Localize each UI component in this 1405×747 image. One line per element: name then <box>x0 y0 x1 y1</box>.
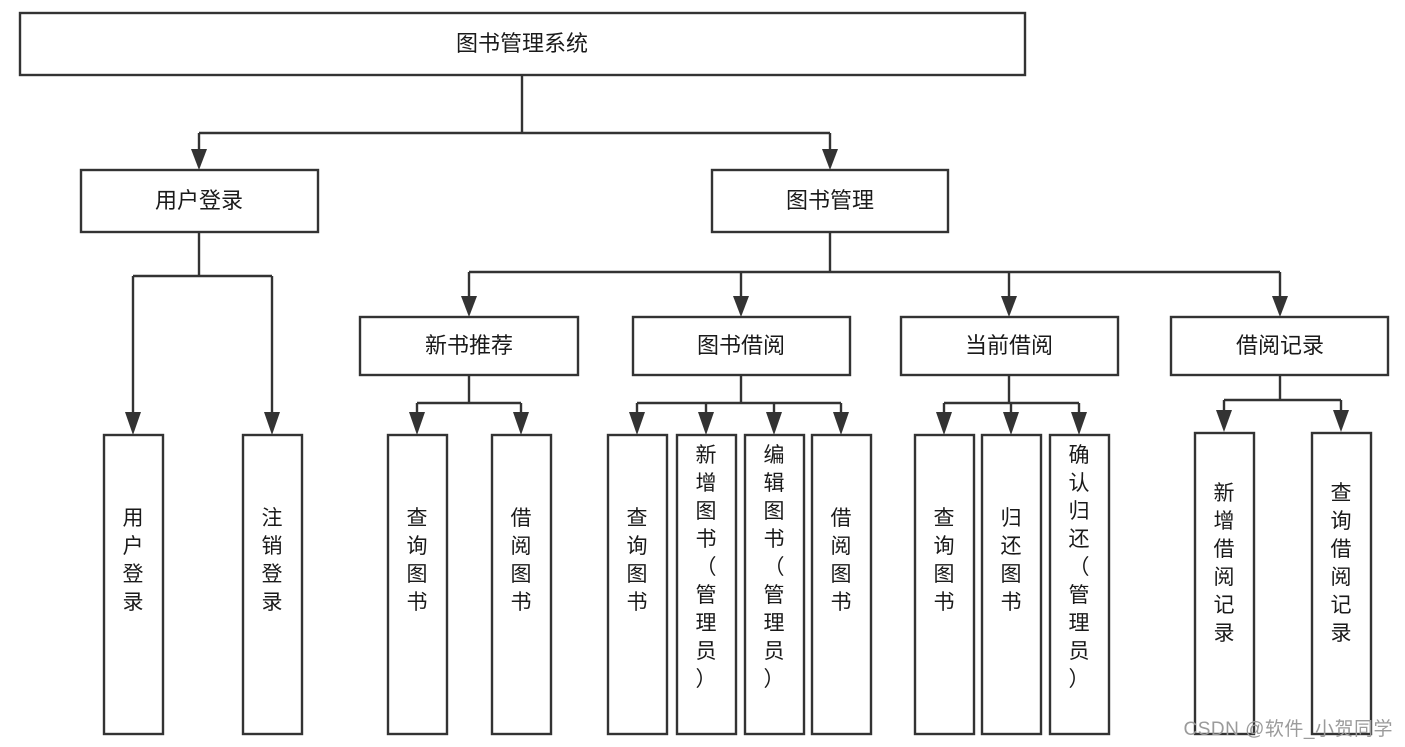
node-user-login[interactable]: 用户登录 <box>79 168 320 234</box>
node-leaf-query-book-3-box[interactable] <box>913 433 976 736</box>
arrow-to-current-borrow <box>1001 296 1017 317</box>
node-leaf-edit-book-label: 编辑图书（管理员） <box>764 444 785 691</box>
node-leaf-query-record-box[interactable] <box>1310 431 1373 736</box>
node-leaf-query-record[interactable]: 查询借阅记录 <box>1310 431 1373 736</box>
node-leaf-query-book-1-box[interactable] <box>386 433 449 736</box>
arrow-to-leaf-user-login <box>125 412 141 435</box>
node-leaf-query-record-label: 查询借阅记录 <box>1331 482 1352 645</box>
node-book-manage[interactable]: 图书管理 <box>710 168 950 234</box>
node-leaf-query-book-2-label: 查询图书 <box>627 507 648 614</box>
node-leaf-query-book-1[interactable]: 查询图书 <box>386 433 449 736</box>
node-borrow-record-box[interactable] <box>1169 315 1390 377</box>
arrow-to-leaf-borrow-book-1 <box>513 412 529 435</box>
node-current-borrow[interactable]: 当前借阅 <box>899 315 1120 377</box>
node-leaf-logout-box[interactable] <box>241 433 304 736</box>
arrow-to-leaf-query-book-2 <box>629 412 645 435</box>
node-leaf-confirm-return-box[interactable] <box>1048 433 1111 736</box>
node-root-box[interactable] <box>18 11 1027 77</box>
node-new-book-recommend-label: 新书推荐 <box>425 333 513 358</box>
arrow-to-leaf-edit-book <box>766 412 782 435</box>
node-new-book-recommend-box[interactable] <box>358 315 580 377</box>
node-current-borrow-box[interactable] <box>899 315 1120 377</box>
node-leaf-add-book-label: 新增图书（管理员） <box>696 444 717 691</box>
node-leaf-return-book-label: 归还图书 <box>1001 507 1022 614</box>
arrow-to-leaf-query-book-3 <box>936 412 952 435</box>
node-leaf-add-record-label: 新增借阅记录 <box>1214 482 1235 645</box>
arrow-to-leaf-return-book <box>1003 412 1019 435</box>
node-leaf-return-book[interactable]: 归还图书 <box>980 433 1043 736</box>
node-leaf-user-login-box[interactable] <box>102 433 165 736</box>
node-leaf-query-book-3[interactable]: 查询图书 <box>913 433 976 736</box>
node-book-manage-box[interactable] <box>710 168 950 234</box>
node-leaf-borrow-book-1-label: 借阅图书 <box>511 507 532 614</box>
node-leaf-add-book-box[interactable] <box>675 433 738 736</box>
node-leaf-logout[interactable]: 注销登录 <box>241 433 304 736</box>
node-leaf-borrow-book-1-box[interactable] <box>490 433 553 736</box>
node-user-login-box[interactable] <box>79 168 320 234</box>
node-current-borrow-label: 当前借阅 <box>965 333 1053 358</box>
node-leaf-logout-label: 注销登录 <box>262 507 283 614</box>
node-leaf-user-login[interactable]: 用户登录 <box>102 433 165 736</box>
node-leaf-add-book[interactable]: 新增图书（管理员） <box>675 433 738 736</box>
node-leaf-borrow-book-1[interactable]: 借阅图书 <box>490 433 553 736</box>
node-leaf-user-login-label: 用户登录 <box>123 507 144 614</box>
node-book-borrow[interactable]: 图书借阅 <box>631 315 852 377</box>
node-leaf-edit-book[interactable]: 编辑图书（管理员） <box>743 433 806 736</box>
node-leaf-edit-book-box[interactable] <box>743 433 806 736</box>
arrow-to-new-book-recommend <box>461 296 477 317</box>
arrow-to-leaf-confirm-return <box>1071 412 1087 435</box>
node-borrow-record-label: 借阅记录 <box>1236 333 1324 358</box>
node-new-book-recommend[interactable]: 新书推荐 <box>358 315 580 377</box>
node-leaf-borrow-book-2[interactable]: 借阅图书 <box>810 433 873 736</box>
node-root[interactable]: 图书管理系统 <box>18 11 1027 77</box>
arrow-to-leaf-add-book <box>698 412 714 435</box>
node-leaf-query-book-2-box[interactable] <box>606 433 669 736</box>
connector-group <box>125 75 1349 435</box>
node-leaf-borrow-book-2-box[interactable] <box>810 433 873 736</box>
arrow-to-leaf-query-record <box>1333 410 1349 432</box>
node-leaf-confirm-return-label: 确认归还（管理员） <box>1069 444 1090 691</box>
node-book-manage-label: 图书管理 <box>786 188 874 213</box>
arrow-to-leaf-borrow-book-2 <box>833 412 849 435</box>
node-book-borrow-box[interactable] <box>631 315 852 377</box>
node-book-borrow-label: 图书借阅 <box>697 333 785 358</box>
node-leaf-query-book-2[interactable]: 查询图书 <box>606 433 669 736</box>
node-leaf-query-book-1-label: 查询图书 <box>407 507 428 614</box>
node-leaf-confirm-return[interactable]: 确认归还（管理员） <box>1048 433 1111 736</box>
node-leaf-return-book-box[interactable] <box>980 433 1043 736</box>
arrow-to-leaf-logout <box>264 412 280 435</box>
node-leaf-query-book-3-label: 查询图书 <box>934 507 955 614</box>
arrow-to-leaf-add-record <box>1216 410 1232 432</box>
node-leaf-add-record[interactable]: 新增借阅记录 <box>1193 431 1256 736</box>
node-user-login-label: 用户登录 <box>155 188 243 213</box>
node-leaf-add-record-box[interactable] <box>1193 431 1256 736</box>
node-root-label: 图书管理系统 <box>456 31 588 56</box>
arrow-to-borrow-record <box>1272 296 1288 317</box>
arrow-to-leaf-query-book-1 <box>409 412 425 435</box>
arrow-to-book-borrow <box>733 296 749 317</box>
node-borrow-record[interactable]: 借阅记录 <box>1169 315 1390 377</box>
arrow-to-book-manage <box>822 149 838 170</box>
arrow-to-user-login <box>191 149 207 170</box>
node-leaf-borrow-book-2-label: 借阅图书 <box>831 507 852 614</box>
